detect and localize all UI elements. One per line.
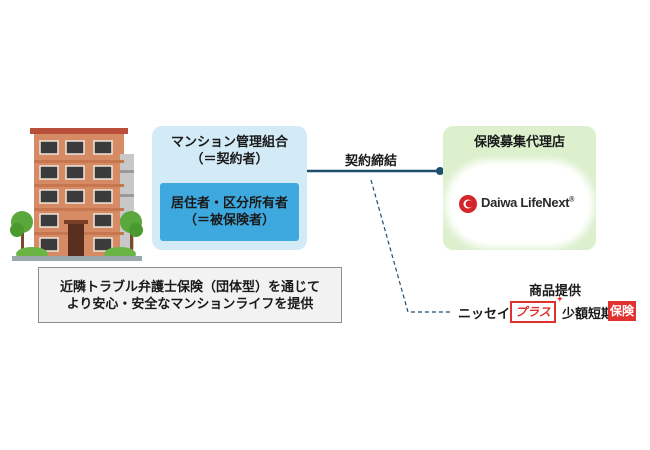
logo-registered-mark: ® xyxy=(569,196,575,204)
contract-label: 契約締結 xyxy=(345,154,398,169)
resident-owner-box: 居住者・区分所有者 （＝被保険者） xyxy=(160,183,299,241)
daiwa-lifenext-logo: Daiwa LifeNext® xyxy=(451,166,588,242)
association-subtitle: （＝契約者） xyxy=(190,152,269,167)
logo-text: Daiwa LifeNext® xyxy=(481,195,574,210)
insurer-name-part1: ニッセイ xyxy=(458,307,511,322)
daiwa-logo-mark-icon xyxy=(459,195,477,213)
logo-name: Daiwa LifeNext xyxy=(481,195,570,210)
insurance-agency-box: 保険募集代理店 Daiwa LifeNext® xyxy=(443,126,596,250)
insurer-name-part2: 少額短期 xyxy=(562,307,615,322)
caption-line-2: より安心・安全なマンションライフを提供 xyxy=(66,297,314,312)
caption-line-1: 近隣トラブル弁護士保険（団体型）を通じて xyxy=(59,280,320,295)
agency-title: 保険募集代理店 xyxy=(473,135,565,150)
insurer-badge: 保険 xyxy=(608,301,637,321)
product-supply-dashed-line xyxy=(370,179,452,313)
product-supply-label: 商品提供 xyxy=(529,284,582,299)
apartment-building-icon xyxy=(10,128,143,261)
nissay-plus-insurer-logo: ニッセイ プラス ✦ 少額短期 保険 xyxy=(458,295,648,324)
caption-box: 近隣トラブル弁護士保険（団体型）を通じて より安心・安全なマンションライフを提供 xyxy=(38,267,342,323)
management-association-box: マンション管理組合 （＝契約者） 居住者・区分所有者 （＝被保険者） xyxy=(152,126,307,250)
sparkle-icon: ✦ xyxy=(556,295,564,305)
insurer-plus-badge: プラス xyxy=(510,301,556,323)
resident-title: 居住者・区分所有者 xyxy=(170,196,288,211)
association-title: マンション管理組合 xyxy=(170,135,288,150)
resident-subtitle: （＝被保険者） xyxy=(183,213,275,228)
